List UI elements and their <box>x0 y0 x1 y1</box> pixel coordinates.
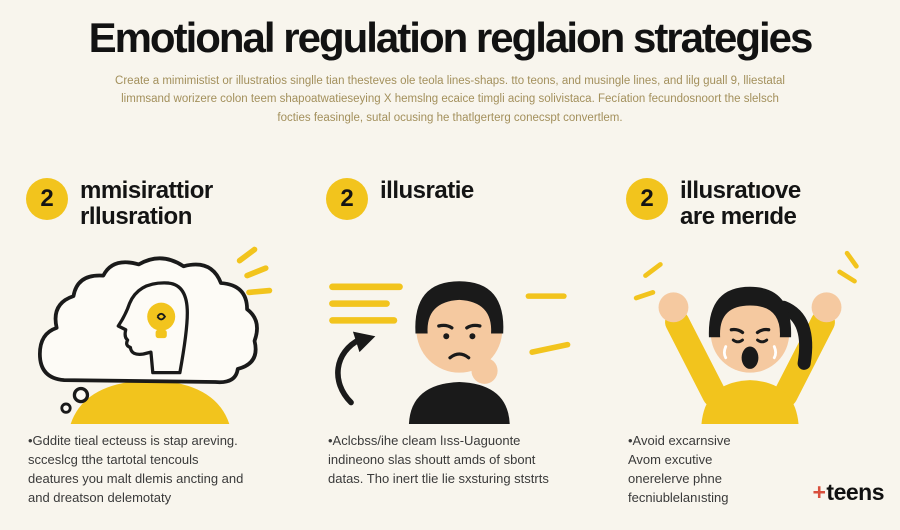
strategy-column-3: 2 illusratıove are merıde <box>600 172 900 507</box>
subtitle-line-1: Create a mimimistist or illustratios sin… <box>115 75 785 88</box>
step-number-badge: 2 <box>326 178 368 220</box>
column-2-header: 2 illusratie <box>326 178 588 236</box>
plus-sign: + <box>812 479 826 505</box>
strategy-column-1: 2 mmisirattior rllusration <box>0 172 300 507</box>
column-3-heading: illusratıove are merıde <box>680 177 801 230</box>
frustrated-teen-raised-fists-icon <box>612 242 888 424</box>
column-1-bullet-text: •Gddite tieal ecteuss is stap areving. s… <box>28 433 244 505</box>
brand-logo: +teens <box>812 479 884 506</box>
subtitle-line-3: focties feasingle, sutal ocusing he that… <box>277 111 623 124</box>
column-3-bullet-text: •Avoid excarnsive Avom excutive onereler… <box>628 433 731 505</box>
column-2-bullet-text: •Aclcbss/ihe cleam lıss-Uaguonte indineo… <box>328 433 549 486</box>
brand-name: teens <box>826 479 884 505</box>
strategy-columns: 2 mmisirattior rllusration <box>0 172 900 507</box>
strategy-column-2: 2 illusratie <box>300 172 600 507</box>
subtitle: Create a mimimistist or illustratios sin… <box>0 72 900 127</box>
thought-cloud-head-lightbulb-icon <box>12 242 288 424</box>
column-3-header: 2 illusratıove are merıde <box>626 178 888 236</box>
subtitle-line-2: limmsand worizere colon teem shapoatwati… <box>121 93 779 106</box>
column-1-heading: mmisirattior rllusration <box>80 177 213 230</box>
worried-teen-thinking-icon <box>312 242 588 424</box>
step-number-badge: 2 <box>26 178 68 220</box>
column-2-heading: illusratie <box>380 177 474 204</box>
column-1-header: 2 mmisirattior rllusration <box>26 178 288 236</box>
page-title: Emotional regulation reglaion strategies <box>88 14 814 61</box>
step-number-badge: 2 <box>626 178 668 220</box>
infographic-poster: Emotional regulation reglaion strategies… <box>0 14 900 530</box>
